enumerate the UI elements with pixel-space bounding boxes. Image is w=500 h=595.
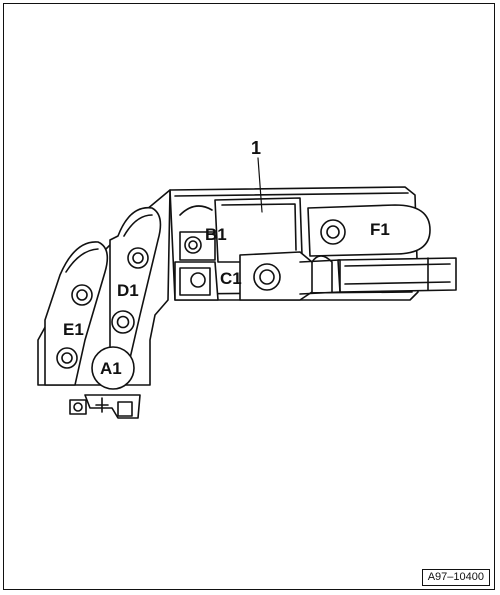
reference-code: A97–10400 — [421, 569, 490, 586]
part-number-1: 1 — [251, 138, 261, 158]
label-c1: C1 — [220, 269, 242, 288]
cable-strip — [337, 257, 457, 293]
fuse-block-1-edge — [221, 203, 297, 251]
c1-small-screw — [190, 272, 206, 288]
label-b1: B1 — [205, 225, 227, 244]
label-e1: E1 — [63, 320, 84, 339]
e1-finger — [44, 241, 109, 386]
housing-top-ridge — [174, 192, 409, 197]
cable-inner — [344, 263, 451, 267]
label-f1: F1 — [370, 220, 390, 239]
d1-finger — [109, 206, 162, 381]
part-1-leader — [257, 157, 263, 213]
label-d1: D1 — [117, 281, 139, 300]
cable-inner-2 — [344, 281, 451, 285]
a1-ring — [91, 346, 135, 390]
label-a1: A1 — [100, 359, 122, 378]
